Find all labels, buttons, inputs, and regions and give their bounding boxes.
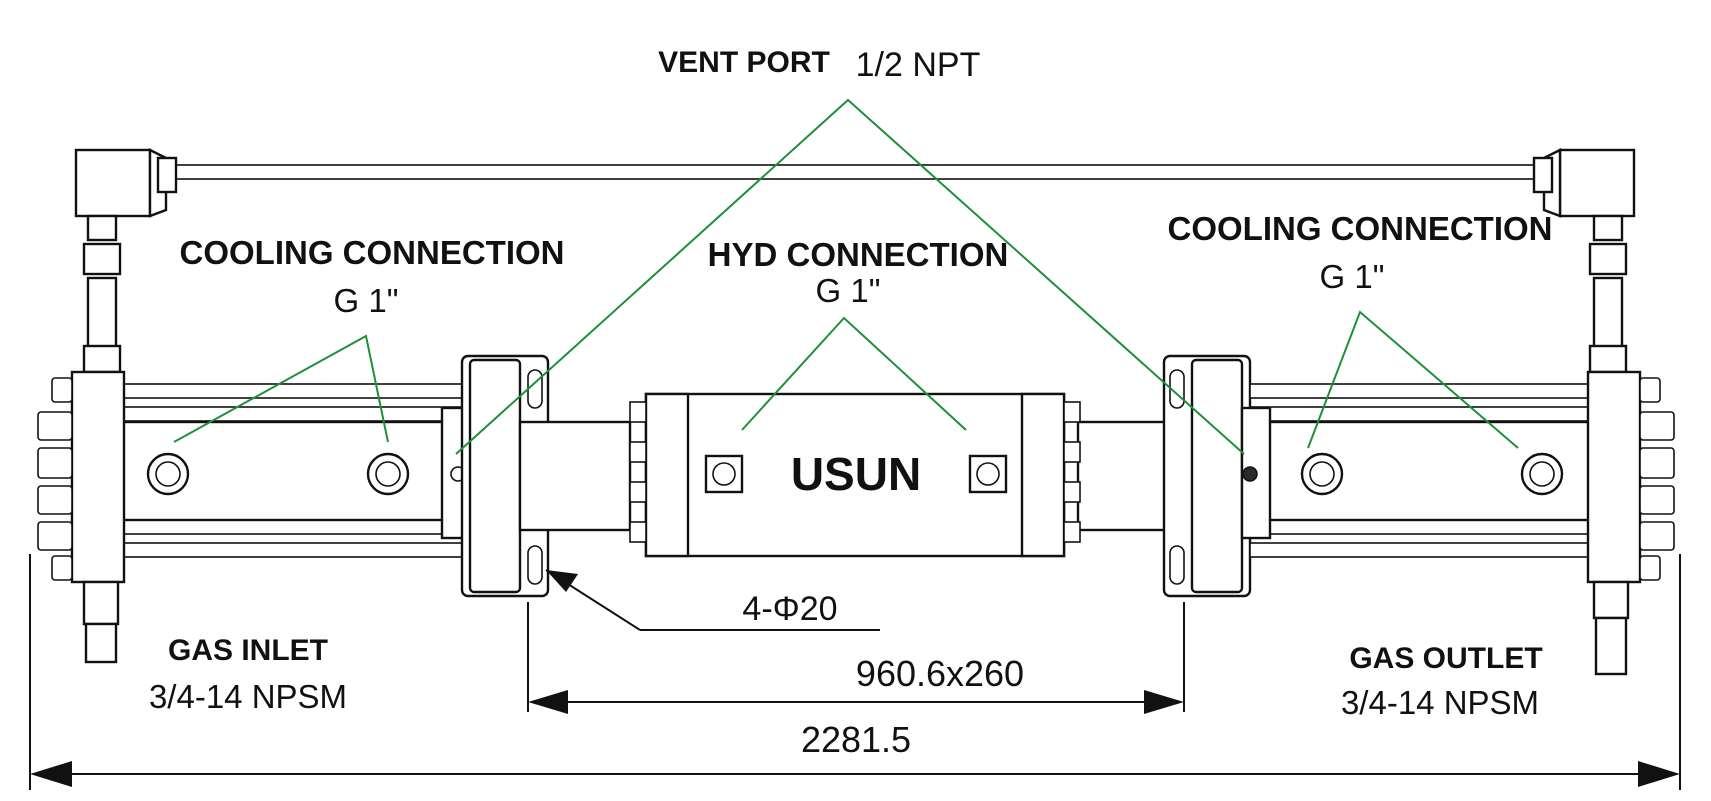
cooling-left-size: G 1" <box>334 282 399 319</box>
mount-arrow-right <box>1144 690 1184 714</box>
mount-arrow-left <box>528 690 568 714</box>
dimensions <box>29 554 1681 790</box>
holes-arrow <box>546 570 578 592</box>
cooling-right-size: G 1" <box>1320 258 1385 295</box>
hyd-connection-size: G 1" <box>816 272 881 309</box>
hydraulic-cylinder <box>518 392 1190 558</box>
left-mounting-flange <box>460 354 550 598</box>
overall-arrow-left <box>30 761 72 787</box>
cooling-left-title: COOLING CONNECTION <box>180 234 565 271</box>
right-mounting-flange <box>1162 354 1252 598</box>
leader-lines <box>173 98 1519 455</box>
cooling-left-leader <box>173 334 389 443</box>
vent-port-label: VENT PORT <box>658 46 830 79</box>
gas-inlet-size: 3/4-14 NPSM <box>149 678 347 715</box>
hyd-connection-title: HYD CONNECTION <box>708 236 1009 273</box>
left-gas-head <box>37 370 472 664</box>
holes-label: 4-Φ20 <box>742 590 837 628</box>
gas-outlet-size: 3/4-14 NPSM <box>1341 684 1539 721</box>
overall-arrow-right <box>1638 761 1680 787</box>
brand-label: USUN <box>791 448 921 500</box>
bypass-pipe <box>74 148 1636 374</box>
hyd-leader <box>741 316 967 431</box>
vent-port-size: 1/2 NPT <box>856 46 981 84</box>
cooling-right-title: COOLING CONNECTION <box>1168 210 1553 247</box>
cooling-right-leader <box>1307 310 1519 449</box>
gas-outlet-title: GAS OUTLET <box>1349 642 1542 675</box>
mount-dimension-label: 960.6x260 <box>856 653 1024 694</box>
vent-leader <box>455 98 1245 455</box>
gas-inlet-title: GAS INLET <box>168 634 328 667</box>
labels: VENT PORT 1/2 NPT COOLING CONNECTION G 1… <box>149 46 1553 760</box>
right-gas-head <box>1240 370 1675 676</box>
overall-dimension-label: 2281.5 <box>801 719 911 760</box>
